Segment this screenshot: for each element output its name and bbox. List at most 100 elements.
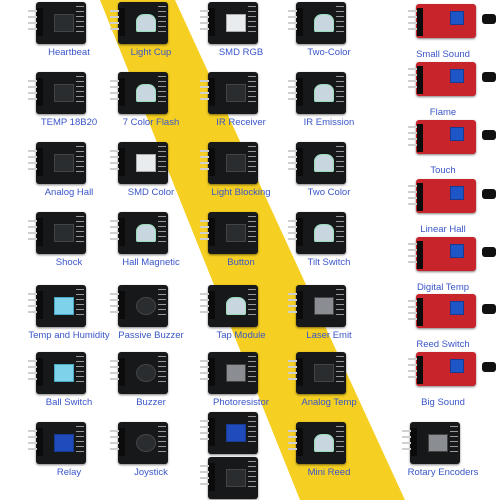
pin-header-icon (200, 80, 209, 104)
circuit-board (28, 285, 86, 327)
connector-block (297, 148, 303, 176)
silkscreen-marks (158, 289, 166, 319)
module-label: 7 Color Flash (122, 117, 180, 128)
humidity-icon (54, 297, 74, 315)
module-tracking: Tracking (200, 455, 282, 500)
silkscreen-marks (248, 289, 256, 319)
pin-header-icon (200, 465, 209, 489)
connector-block (417, 66, 423, 94)
module-temp-18b20: TEMP 18B20 (28, 70, 110, 132)
module-passive-buzzer: Passive Buzzer (110, 283, 192, 345)
connector-block (119, 78, 125, 106)
circuit-board (288, 72, 346, 114)
obstacle-avoid-icon (226, 424, 246, 442)
circuit-board (28, 422, 86, 464)
circuit-board (110, 142, 168, 184)
pin-header-icon (200, 360, 209, 384)
pin-header-icon (408, 126, 417, 150)
module-label: Heartbeat (48, 47, 90, 58)
circuit-board (200, 72, 258, 114)
circuit-board (28, 142, 86, 184)
silkscreen-marks (336, 216, 344, 246)
module-photoresistor: Photoresistor (200, 350, 282, 412)
module-buzzer: Buzzer (110, 350, 192, 412)
line-tracking-icon (226, 469, 246, 487)
pin-header-icon (288, 220, 297, 244)
module-light-cup: Light Cup (110, 0, 192, 62)
module-label: Relay (56, 467, 82, 478)
silkscreen-marks (336, 426, 344, 456)
pin-header-icon (28, 150, 37, 174)
circuit-board (110, 212, 168, 254)
pin-header-icon (200, 150, 209, 174)
silkscreen-marks (248, 146, 256, 176)
pin-header-icon (408, 358, 417, 382)
silkscreen-marks (158, 76, 166, 106)
pin-header-icon (408, 10, 417, 34)
module-label: Tap Module (216, 330, 266, 341)
module-joystick: Joystick (110, 420, 192, 482)
led-icon (314, 14, 334, 32)
circuit-board (110, 72, 168, 114)
module-label: Laser Emit (306, 330, 352, 341)
connector-block (297, 428, 303, 456)
module-rotary-encoders: Rotary Encoders (402, 420, 484, 482)
pin-header-icon (28, 220, 37, 244)
connector-block (417, 124, 423, 152)
thermometer-icon (54, 84, 74, 102)
module-hall-magnetic: Hall Magnetic (110, 210, 192, 272)
pin-header-icon (110, 80, 119, 104)
silkscreen-marks (158, 6, 166, 36)
pin-header-icon (200, 220, 209, 244)
pin-header-icon (408, 185, 417, 209)
module-label: TEMP 18B20 (40, 117, 98, 128)
silkscreen-marks (336, 289, 344, 319)
connector-block (297, 218, 303, 246)
silkscreen-marks (76, 216, 84, 246)
photoresistor-icon (226, 364, 246, 382)
module-label: Passive Buzzer (118, 330, 184, 341)
connector-block (37, 428, 43, 456)
pin-header-icon (288, 10, 297, 34)
connector-block (209, 291, 215, 319)
circuit-board (408, 4, 496, 38)
analog-thermometer-icon (314, 364, 334, 382)
module-flame: Flame (402, 60, 496, 122)
active-buzzer-icon (136, 364, 156, 382)
module-label: Light Cup (130, 47, 172, 58)
pin-header-icon (28, 293, 37, 317)
circuit-board (110, 352, 168, 394)
ir-led-icon (314, 84, 334, 102)
circuit-board (408, 179, 496, 213)
circuit-board (408, 237, 496, 271)
connector-block (37, 291, 43, 319)
connector-block (37, 78, 43, 106)
pin-header-icon (28, 430, 37, 454)
tap-icon (226, 297, 246, 315)
pin-header-icon (28, 80, 37, 104)
module-label: Ball Switch (45, 397, 93, 408)
circuit-board (110, 285, 168, 327)
module-shock: Shock (28, 210, 110, 272)
module-analog-hall: Analog Hall (28, 140, 110, 202)
module-button: Button (200, 210, 282, 272)
module-relay: Relay (28, 420, 110, 482)
circuit-board (28, 2, 86, 44)
silkscreen-marks (248, 76, 256, 106)
circuit-board (200, 285, 258, 327)
pin-header-icon (288, 150, 297, 174)
pin-header-icon (110, 293, 119, 317)
connector-block (209, 78, 215, 106)
circuit-board (288, 212, 346, 254)
relay-icon (54, 434, 74, 452)
module-ir-receiver: IR Receiver (200, 70, 282, 132)
connector-block (417, 298, 423, 326)
buzzer-icon (136, 297, 156, 315)
connector-block (119, 291, 125, 319)
ball-switch-icon (54, 364, 74, 382)
rgb-led-icon (226, 14, 246, 32)
module-temp-and-humidity: Temp and Humidity (28, 283, 110, 345)
circuit-board (110, 2, 168, 44)
module-label: Analog Temp (301, 397, 357, 408)
